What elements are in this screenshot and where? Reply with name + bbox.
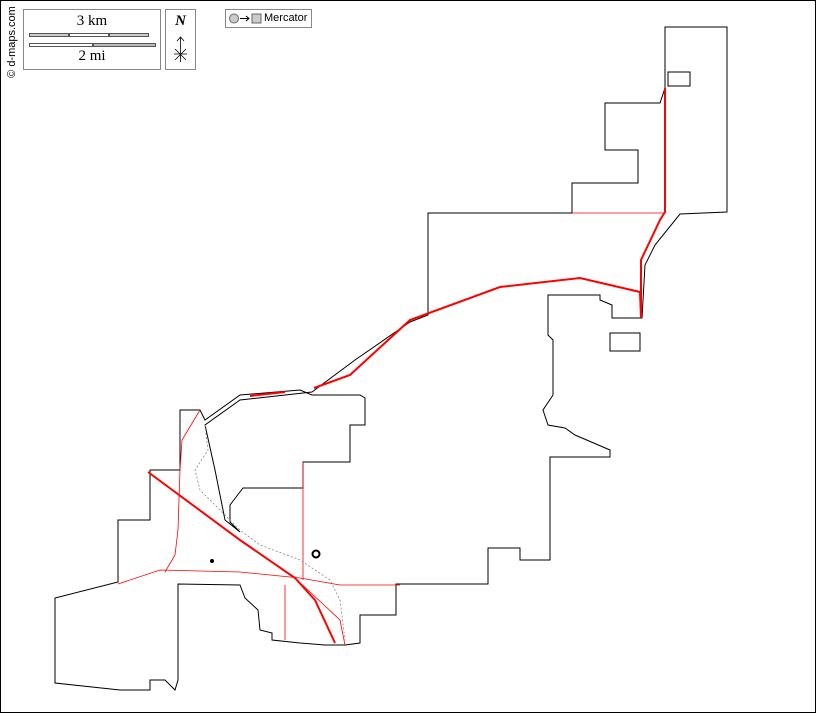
- scale-mi-label: 2 mi: [78, 48, 106, 64]
- major-road: [313, 88, 666, 389]
- enclave: [667, 71, 691, 87]
- scale-mi-segment: [93, 43, 156, 47]
- projection-name: Mercator: [264, 12, 308, 24]
- north-arrow: N: [165, 9, 196, 70]
- north-label: N: [175, 13, 186, 29]
- minor-road: [164, 409, 346, 646]
- credit-text: © d-maps.com: [6, 6, 18, 78]
- scale-bar: 3 km 2 mi: [23, 9, 161, 70]
- minor-road: [117, 569, 400, 586]
- scale-km-segment: [69, 33, 109, 37]
- scale-mi-segment: [29, 43, 93, 47]
- projection-label: Mercator: [225, 9, 312, 28]
- compass-icon: [174, 36, 187, 62]
- scale-km-segment: [29, 33, 69, 37]
- capital-marker: [311, 549, 321, 559]
- minor-road: [302, 212, 665, 580]
- circle-to-square-icon: [229, 13, 262, 24]
- river: [194, 424, 346, 641]
- major-road: [249, 391, 286, 397]
- enclave: [609, 332, 641, 352]
- city-dot: [210, 559, 214, 563]
- major-road: [147, 471, 336, 644]
- scale-km-segment: [109, 33, 149, 37]
- city-boundary: [54, 26, 728, 691]
- scale-km-label: 3 km: [76, 13, 108, 29]
